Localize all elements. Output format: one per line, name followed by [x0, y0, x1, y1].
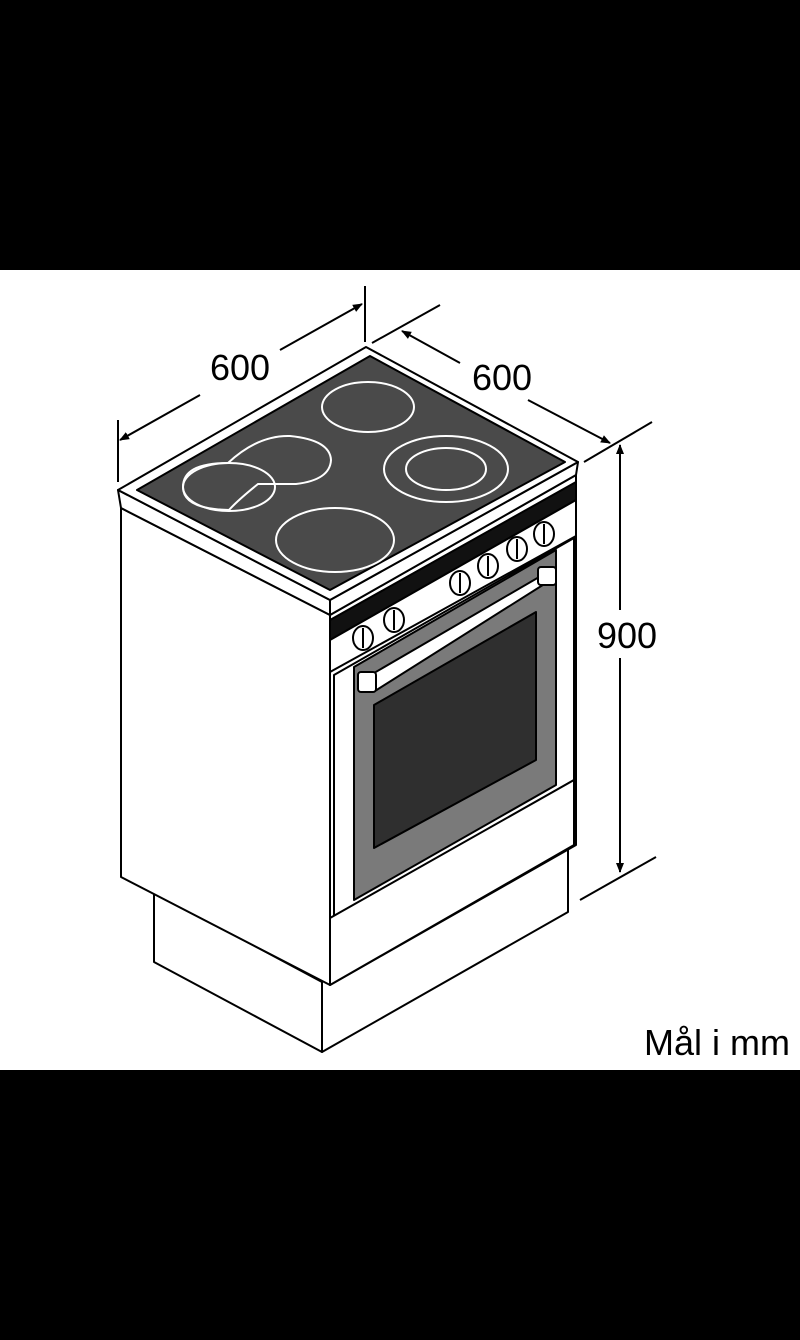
knob-5	[506, 536, 528, 562]
dimension-height-label: 900	[597, 615, 657, 656]
cooking-zone-right-outer	[383, 435, 509, 503]
dimension-height	[579, 444, 657, 901]
width-arrow-right	[279, 303, 363, 351]
bottom-letterbox	[0, 1070, 800, 1340]
dimension-width	[117, 286, 366, 482]
cooking-zone-front-centre	[275, 507, 395, 573]
oven-door	[333, 537, 575, 919]
depth-arrow-rear	[401, 330, 461, 364]
drawer	[329, 779, 575, 986]
top-letterbox	[0, 0, 800, 270]
cooking-zone-front-left-inner	[182, 462, 276, 512]
cooking-zone-rear-left	[321, 381, 415, 433]
dimension-depth	[371, 304, 653, 463]
cooking-zone-right-inner	[405, 447, 487, 491]
depth-arrow-front	[527, 399, 611, 444]
knob-2	[383, 607, 405, 633]
oven-handle	[357, 566, 557, 693]
cooking-zones	[181, 381, 509, 573]
depth-extension-rear	[371, 304, 441, 344]
width-arrow-left	[119, 394, 201, 441]
knob-3	[449, 570, 471, 596]
height-extension-bottom	[579, 856, 657, 901]
depth-extension-front	[583, 421, 653, 463]
knob-6	[533, 521, 555, 547]
dimension-width-label: 600	[210, 347, 270, 388]
control-knobs	[352, 521, 555, 651]
unit-note: Mål i mm	[644, 1022, 790, 1063]
dimension-depth-label: 600	[472, 357, 532, 398]
knob-4	[477, 553, 499, 579]
knob-1	[352, 625, 374, 651]
hob-top	[117, 346, 579, 601]
